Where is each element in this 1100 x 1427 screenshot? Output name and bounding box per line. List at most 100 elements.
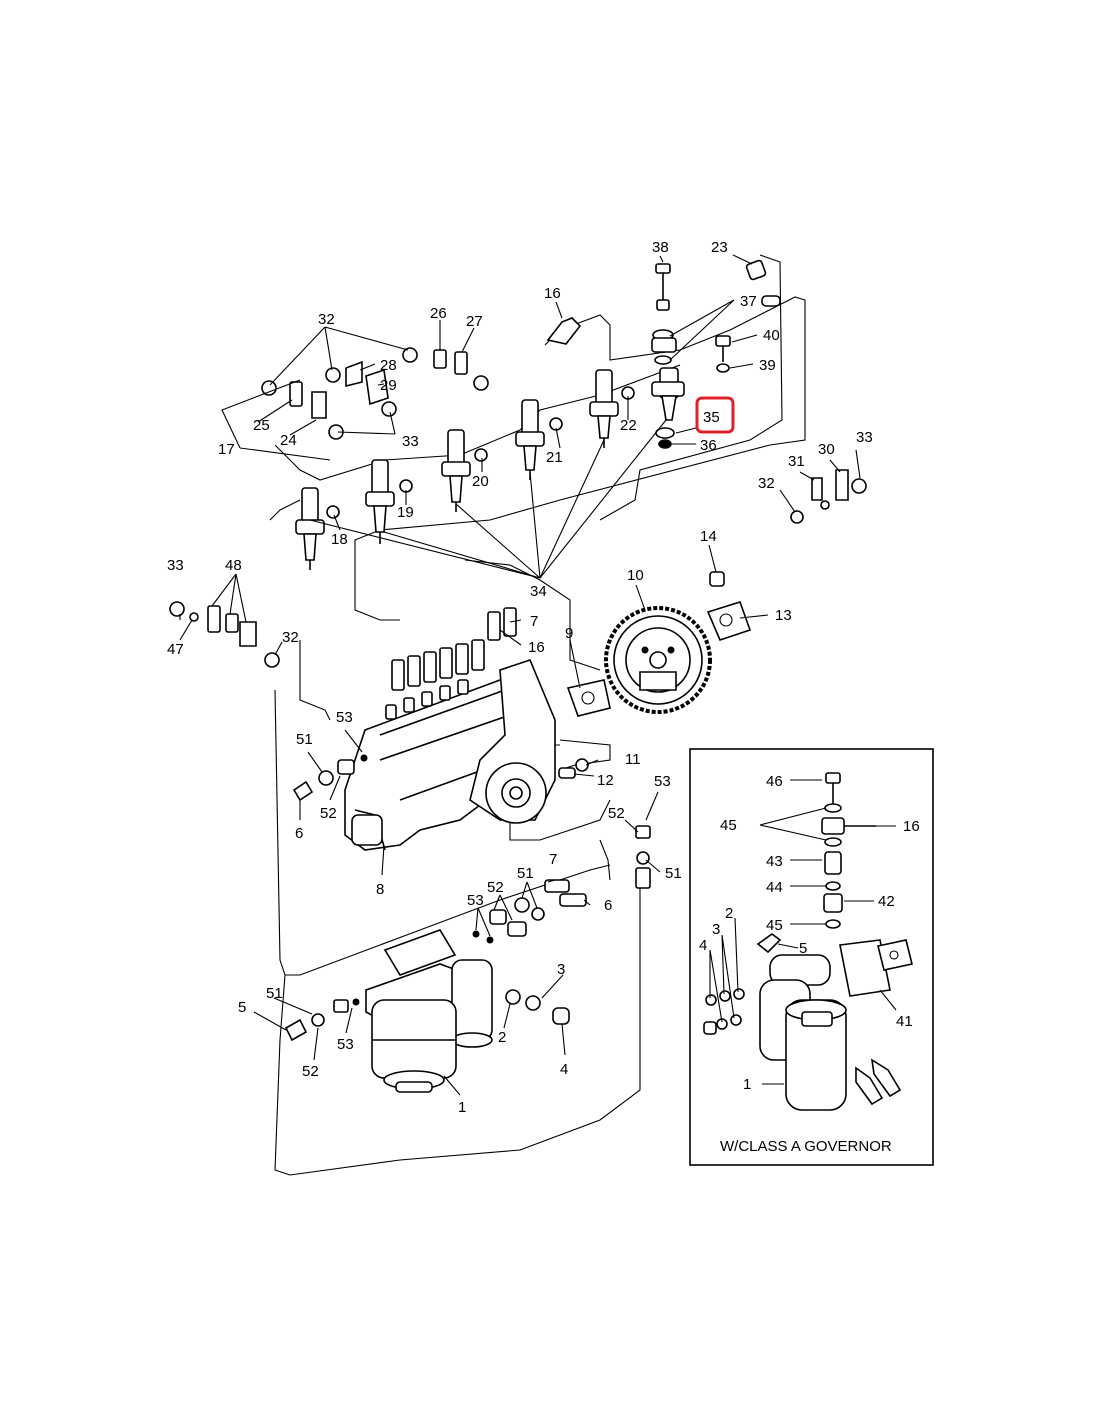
inset-fitting-43 [824,851,842,875]
inset-washer-45c [825,919,841,929]
washer-37b [654,355,672,365]
callout-33-left: 33 [167,557,184,574]
clamps-48 [169,601,280,668]
injection-pump [344,607,611,851]
fitting-23 [745,259,767,281]
inset-callout-16: 16 [903,818,920,835]
clamp-25 [289,381,303,407]
callout-36: 36 [700,437,717,454]
inset-callout-1: 1 [743,1076,751,1093]
callout-6-lower: 6 [604,897,612,914]
bolt-14 [709,571,725,587]
nut-32b [325,367,341,383]
seal-36 [658,439,672,449]
banjo-fitting [651,337,677,353]
fitting-51-filter [333,999,349,1013]
callout-53-lower: 53 [467,892,484,909]
injector-1 [295,487,325,570]
callout-53-pump: 53 [336,709,353,726]
bolt-12 [558,767,576,779]
washer-11 [575,758,589,772]
callout-17: 17 [218,441,235,458]
washer-51-left [318,770,334,786]
fitting-52-lower [489,909,507,925]
gasket-9 [566,679,611,717]
washer-right [820,500,830,510]
bolt-38-head [655,263,671,274]
inset-panel: 46 45 16 43 44 42 45 5 41 2 3 4 1 W/CLAS… [689,748,934,1166]
callout-51-filter: 51 [266,985,283,1002]
fittings-right [472,825,651,944]
callout-8: 8 [376,881,384,898]
washer-2 [505,989,521,1005]
clamp-28 [345,360,363,388]
fitting-52-left [337,759,355,775]
injector-3 [441,429,471,512]
inset-title: W/CLASS A GOVERNOR [720,1138,892,1155]
clamp-24 [311,391,327,419]
plug-53-top [360,754,368,762]
callout-24: 24 [280,432,297,449]
inset-tube-5 [756,933,782,954]
callout-32-left: 32 [282,629,299,646]
inset-callout-45-bottom: 45 [766,917,783,934]
plug-53-lower-b [486,936,494,944]
leader-lines [179,254,861,1096]
callout-18: 18 [331,531,348,548]
callout-21: 21 [546,449,563,466]
callout-10: 10 [627,567,644,584]
callout-25: 25 [253,417,270,434]
inset-callout-4: 4 [699,937,707,954]
inset-washer-45b [824,837,842,847]
callout-16-mid: 16 [528,639,545,656]
injector-6 [651,367,685,421]
fitting-52-lower-b [507,921,527,937]
clamp-48c [239,621,257,647]
callout-1: 1 [458,1099,466,1116]
inset-callout-45-top: 45 [720,817,737,834]
bolt-40 [715,335,731,347]
inset-fitting-right-a [855,1066,884,1106]
inset-callout-42: 42 [878,893,895,910]
callout-labels: 38 23 37 40 39 35 36 16 32 26 27 28 29 2… [167,239,873,1116]
washer-52-filter [311,1013,325,1027]
inset-fitting-right-b [870,1058,902,1098]
fitting-38-cap [656,299,670,311]
callout-35: 35 [703,409,720,426]
washer-51-lower-b [531,907,545,921]
callout-51-right: 51 [665,865,682,882]
callout-48: 48 [225,557,242,574]
callout-37: 37 [740,293,757,310]
callout-40: 40 [763,327,780,344]
callout-51-lower: 51 [517,865,534,882]
callout-31: 31 [788,453,805,470]
nut-18 [326,505,340,519]
callout-28: 28 [380,357,397,374]
callout-52-left: 52 [320,805,337,822]
callout-6-left: 6 [295,825,303,842]
callout-7-lower: 7 [549,851,557,868]
callout-16-top: 16 [544,285,561,302]
inset-seal-44 [825,881,841,891]
clamp-48a [207,605,221,633]
callout-5-filter: 5 [238,999,246,1016]
callout-52-right: 52 [608,805,625,822]
washer-51-right [636,851,650,865]
inset-bolt-46 [825,772,841,784]
sleeve [761,295,781,307]
clamps-upper [261,347,635,519]
callout-33-right: 33 [856,429,873,446]
inset-callout-46: 46 [766,773,783,790]
clamp-27 [454,351,468,375]
callout-13: 13 [775,607,792,624]
callout-29: 29 [380,377,397,394]
nut-33b [381,401,397,417]
fuel-lines [269,254,806,1176]
bolt-32-left [264,652,280,668]
callout-14: 14 [700,528,717,545]
callout-47: 47 [167,641,184,658]
injector-2 [365,459,395,544]
callout-23: 23 [711,239,728,256]
callout-51-left: 51 [296,731,313,748]
